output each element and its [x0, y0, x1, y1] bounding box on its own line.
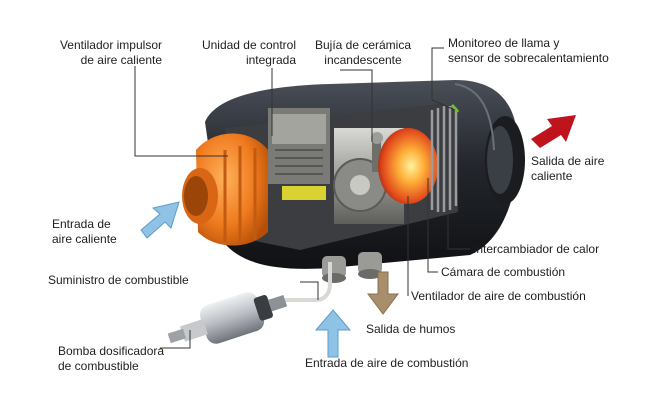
leader-dosing-pump: [160, 330, 191, 349]
label-hot-air-outlet-line2: caliente: [531, 169, 573, 183]
label-flame-monitor-line2: sensor de sobrecalentamiento: [448, 51, 609, 65]
combustion-air-inlet-arrow: [314, 309, 352, 358]
label-glow-plug-line1: Bujía de cerámica: [314, 38, 412, 52]
hot-air-outlet-arrow: [531, 115, 576, 148]
fuel-line: [219, 262, 332, 306]
label-hot-air-outlet-line1: Salida de aire: [531, 154, 605, 168]
label-hot-air-inlet-line1: Entrada de: [52, 217, 111, 231]
label-combustion-fan: Ventilador de aire de combustión: [411, 289, 586, 303]
label-combustion-chamber: Cámara de combustión: [441, 265, 566, 279]
label-glow-plug-line2: incandescente: [324, 53, 402, 67]
label-heat-exchanger: Intercambiador de calor: [473, 242, 600, 256]
cutaway-interior: [225, 104, 460, 250]
label-blower-fan-line1: Ventilador impulsor: [59, 38, 162, 52]
blower-fan: [182, 133, 268, 246]
leader-glow-plug: [340, 69, 373, 142]
leader-flame-monitor: [431, 47, 456, 111]
heat-exchanger-fins: [430, 106, 458, 212]
label-control-unit-line2: integrada: [245, 53, 296, 67]
combustion-chamber-fire: [378, 128, 438, 204]
dosing-pump: [167, 292, 288, 344]
hot-air-inlet-arrow: [140, 201, 180, 239]
label-flame-monitor-line1: Monitoreo de llama y: [448, 36, 560, 50]
label-exhaust-outlet: Salida de humos: [366, 322, 456, 336]
label-glow-plug: Bujía de cerámica incandescente: [308, 38, 418, 68]
leader-fuel-supply: [300, 281, 319, 300]
label-hot-air-outlet: Salida de aire caliente: [531, 154, 604, 184]
label-dosing-pump-line1: Bomba dosificadora: [58, 344, 165, 358]
exhaust-outlet-arrow: [367, 271, 399, 315]
label-combustion-air-inlet: Entrada de aire de combustión: [305, 356, 469, 370]
label-hot-air-inlet: Entrada de aire caliente: [52, 217, 117, 247]
label-dosing-pump-line2: de combustible: [58, 359, 139, 373]
label-blower-fan: Ventilador impulsor de aire caliente: [30, 38, 162, 68]
leader-heat-exchanger: [447, 205, 470, 250]
glow-plug: [372, 140, 381, 172]
label-fuel-supply: Suministro de combustible: [48, 273, 189, 287]
label-control-unit-line1: Unidad de control: [201, 38, 296, 52]
leader-combustion-chamber: [427, 178, 438, 273]
label-hot-air-inlet-line2: aire caliente: [52, 232, 117, 246]
label-flame-monitor: Monitoreo de llama y sensor de sobrecale…: [448, 36, 609, 66]
label-blower-fan-line2: de aire caliente: [80, 53, 162, 67]
flame-sensor: [450, 104, 460, 113]
leader-blower-fan: [134, 66, 228, 157]
circuit-board: [282, 186, 326, 200]
leader-lines: [134, 47, 470, 349]
label-dosing-pump: Bomba dosificadora de combustible: [58, 344, 164, 374]
label-control-unit: Unidad de control integrada: [186, 38, 296, 68]
